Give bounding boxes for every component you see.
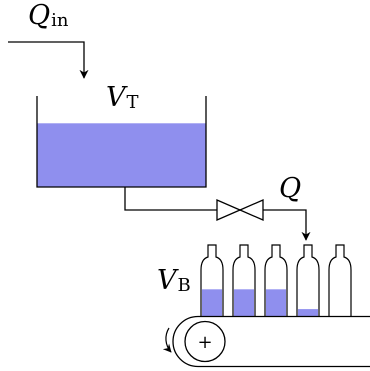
valve-left-triangle: [216, 199, 242, 221]
bottle: [328, 244, 352, 316]
bottle-liquid: [234, 289, 254, 316]
inflow-subscript: in: [51, 10, 69, 31]
bottle-row: [200, 244, 352, 316]
tank-volume-subscript: T: [126, 92, 139, 113]
pulley-wheel: +: [184, 320, 226, 363]
inflow-arrow: [8, 41, 89, 79]
rotation-arrow: [162, 327, 172, 353]
outflow-symbol: Q: [279, 173, 302, 204]
outlet-pipe: [124, 187, 311, 241]
inflow-symbol: Q: [28, 0, 51, 31]
inflow-label: Qin: [28, 0, 69, 31]
tank-volume-label: VT: [106, 82, 139, 113]
tank: [36, 96, 207, 188]
bottle: [296, 244, 320, 316]
bottle-outline: [232, 244, 256, 316]
valve-right-triangle: [238, 199, 264, 221]
bottle-outline: [200, 244, 224, 316]
tank-volume-symbol: V: [106, 82, 126, 113]
bottle-outline: [264, 244, 288, 316]
bottle-liquid: [202, 289, 222, 316]
outflow-label: Q: [279, 175, 301, 202]
valve[interactable]: [216, 199, 264, 221]
bottle-volume-symbol: V: [157, 265, 177, 296]
bottle-liquid: [266, 289, 286, 316]
bottle-liquid: [298, 309, 318, 316]
tank-liquid: [37, 123, 206, 187]
bottle-outline: [296, 244, 320, 316]
conveyor-belt: [172, 315, 370, 368]
bottle: [232, 244, 256, 316]
bottle-volume-label: VB: [157, 265, 191, 296]
bottle-outline: [328, 244, 352, 316]
bottle: [200, 244, 224, 316]
bottle: [264, 244, 288, 316]
pulley-plus-symbol: +: [197, 332, 212, 353]
bottle-volume-subscript: B: [177, 275, 191, 296]
